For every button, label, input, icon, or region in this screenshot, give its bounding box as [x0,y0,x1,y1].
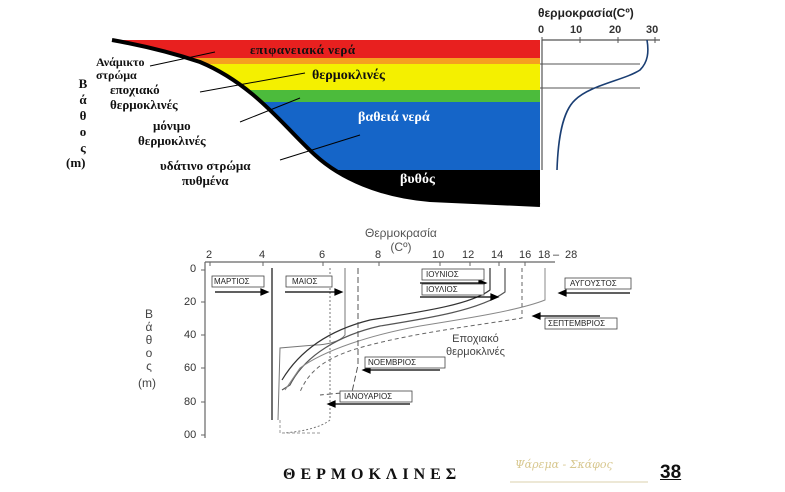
depth-char: Β [144,307,153,321]
page-number: 38 [660,462,682,483]
label-seasonal-thermocline: εποχιακό θερμοκλινές [110,82,178,112]
monthly-profiles [271,268,546,434]
month-boxes [211,268,632,403]
x-tick: 16 [519,249,532,261]
x-tick: 6 [319,249,326,261]
x-tick: 18 [538,249,551,261]
top-depth-label: Β ά θ ο ς [74,76,92,156]
top-temp-tick-30: 30 [646,24,659,36]
month-july: ΙΟΥΛΙΟΣ [426,285,458,294]
seasonal-thermocline-label: Εποχιακό θερμοκλινές [446,333,505,359]
x-tick: 12 [462,249,475,261]
profile-november [319,268,359,396]
depth-char: θ [145,333,153,347]
pointer-seasonal [199,72,306,93]
label-lake-bottom: βυθός [400,172,435,187]
label-line: υδάτινο στρώμα [160,158,251,173]
depth-char: ά [145,320,153,334]
depth-char: ο [145,346,153,360]
x-tick: 8 [375,249,382,261]
bottom-x-ticks [209,262,526,266]
month-november: ΝΟΕΜΒΡΙΟΣ [368,358,417,367]
label-line: θερμοκλινές [446,346,505,358]
bottom-depth-label: Β ά θ ο ς [142,308,156,373]
top-depth-char: θ [79,108,87,123]
top-depth-unit: (m) [66,155,86,170]
y-tick: 60 [184,362,197,374]
pointer-mixed [149,51,216,67]
top-depth-char: ά [79,92,87,107]
month-arrows [215,279,630,408]
top-temp-ticks [541,37,656,43]
month-march: ΜΑΡΤΙΟΣ [214,277,250,286]
label-line: εποχιακό [110,82,160,97]
title-line: (Cº) [390,240,412,254]
x-tick: 10 [432,249,445,261]
top-temp-title: θερμοκρασία(Cº) [538,6,634,20]
month-june: ΙΟΥΝΙΟΣ [426,270,459,279]
top-temp-profile-curve [556,39,649,171]
label-bottom-water-layer: υδάτινο στρώμα πυθμένα [160,158,250,188]
label-permanent-thermocline: μόνιμο θερμοκλινές [138,118,206,148]
label-mixed-layer: Ανάμικτο στρώμα [96,56,145,82]
label-line: θερμοκλινές [110,97,178,112]
label-line: θερμοκλινές [138,133,206,148]
top-temp-tick-0: 0 [538,24,545,36]
depth-char: ς [146,359,152,373]
x-tick: 2 [206,249,213,261]
profile-january [281,268,331,434]
top-depth-char: Β [78,76,88,91]
pointer-permanent [239,97,301,123]
top-temp-tick-10: 10 [570,24,583,36]
y-tick: 00 [184,429,197,441]
pointer-bottom-layer [279,134,361,161]
watermark: Ψάρεμα - Σκάφος [515,458,613,471]
top-temp-tick-20: 20 [609,24,622,36]
label-surface-waters: επιφανειακά νερά [250,42,356,57]
profile-june [281,268,491,381]
label-line: πυθμένα [181,173,229,188]
title-line: Θερμοκρασία [365,226,437,240]
month-august: ΑΥΓΟΥΣΤΟΣ [570,279,617,288]
bottom-temp-title: Θερμοκρασία (Cº) [365,226,437,254]
label-deep-waters: βαθειά νερά [358,110,430,125]
surface-layer-orange [112,58,540,64]
y-tick: 20 [184,296,197,308]
label-thermocline: θερμοκλινές [312,68,385,83]
label-line: μόνιμο [153,118,191,133]
bottom-depth-unit: (m) [138,376,156,390]
top-depth-char: ς [80,140,86,155]
x-tick-dash: – [553,249,560,261]
x-tick: 28 [565,249,578,261]
profile-september [299,268,523,393]
month-may: ΜΑΙΟΣ [292,277,318,286]
x-tick: 4 [259,249,266,261]
y-tick: 80 [184,396,197,408]
y-tick: 0 [190,263,197,275]
month-january: ΙΑΝΟΥΑΡΙΟΣ [344,392,393,401]
x-tick: 14 [491,249,504,261]
profile-august [284,268,546,391]
label-line: Ανάμικτο [96,55,145,69]
lake-bed-outline [111,38,541,207]
y-tick: 40 [184,329,197,341]
label-line: στρώμα [96,68,137,82]
label-line: Εποχιακό [452,333,499,345]
surface-layer-red [112,40,540,58]
profile-bottom-line [279,420,320,434]
top-depth-char: ο [79,124,87,139]
month-september: ΣΕΠΤΕΜΒΡΙΟΣ [548,319,606,328]
footer-title: ΘΕΡΜΟΚΛΙΝΕΣ [283,466,462,483]
bottom-y-ticks [201,269,205,436]
